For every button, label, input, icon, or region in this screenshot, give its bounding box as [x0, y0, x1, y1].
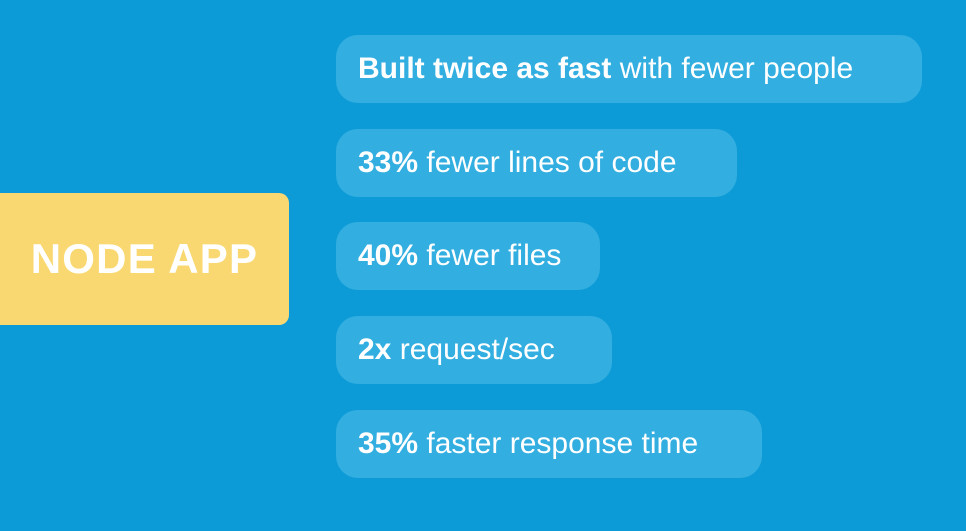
node-app-label: NODE APP: [0, 193, 289, 325]
stat-rest: faster response time: [418, 427, 699, 460]
stat-rest: with fewer people: [611, 52, 854, 85]
stat-text: Built twice as fast with fewer people: [358, 54, 853, 84]
stat-text: 40% fewer files: [358, 241, 561, 271]
node-app-label-text: NODE APP: [30, 235, 259, 282]
stat-rest: request/sec: [391, 333, 555, 366]
stat-bubble-fewer-files: 40% fewer files: [336, 222, 600, 290]
stat-bubble-request-per-sec: 2x request/sec: [336, 316, 612, 384]
stat-rest: fewer files: [418, 239, 562, 272]
stat-bubble-faster-response-time: 35% faster response time: [336, 410, 762, 478]
stat-lead: 40%: [358, 239, 419, 272]
stat-bubble-built-twice-as-fast: Built twice as fast with fewer people: [336, 35, 922, 103]
stat-bubble-fewer-lines-of-code: 33% fewer lines of code: [336, 129, 737, 197]
stat-text: 33% fewer lines of code: [358, 148, 677, 178]
stat-lead: 35%: [358, 427, 419, 460]
stat-lead: Built twice as fast: [358, 52, 612, 85]
stat-text: 2x request/sec: [358, 335, 555, 365]
stat-lead: 2x: [358, 333, 392, 366]
stat-lead: 33%: [358, 146, 419, 179]
stat-rest: fewer lines of code: [418, 146, 677, 179]
stat-text: 35% faster response time: [358, 429, 698, 459]
